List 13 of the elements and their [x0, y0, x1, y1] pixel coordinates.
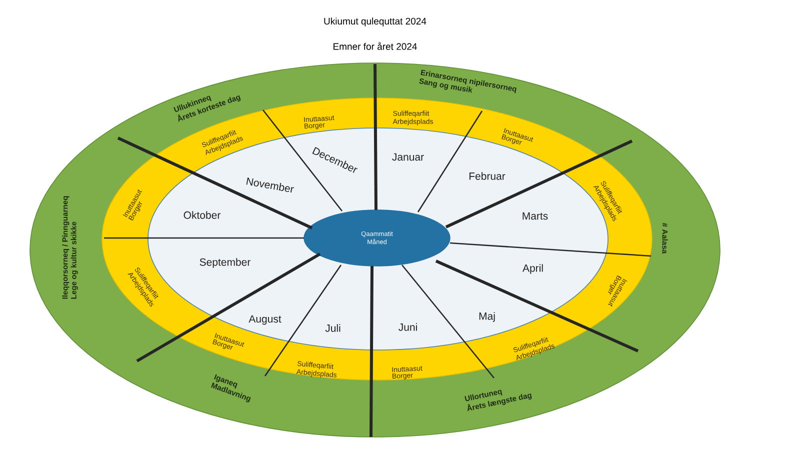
month-label: Marts	[522, 212, 548, 220]
month-label: Oktober	[184, 211, 220, 219]
title: Ukiumut qulequttat 2024	[324, 18, 426, 26]
month-label: Januar	[392, 153, 424, 161]
month-label: August	[248, 315, 282, 325]
month-label: Juli	[325, 324, 340, 332]
month-label: April	[522, 264, 543, 274]
month-label: September	[200, 258, 250, 268]
month-label: Juni	[398, 323, 417, 331]
month-label: Maj	[479, 312, 495, 322]
month-label: November	[246, 178, 294, 193]
month-label: Februar	[469, 172, 506, 180]
subtitle: Emner for året 2024	[334, 42, 417, 50]
